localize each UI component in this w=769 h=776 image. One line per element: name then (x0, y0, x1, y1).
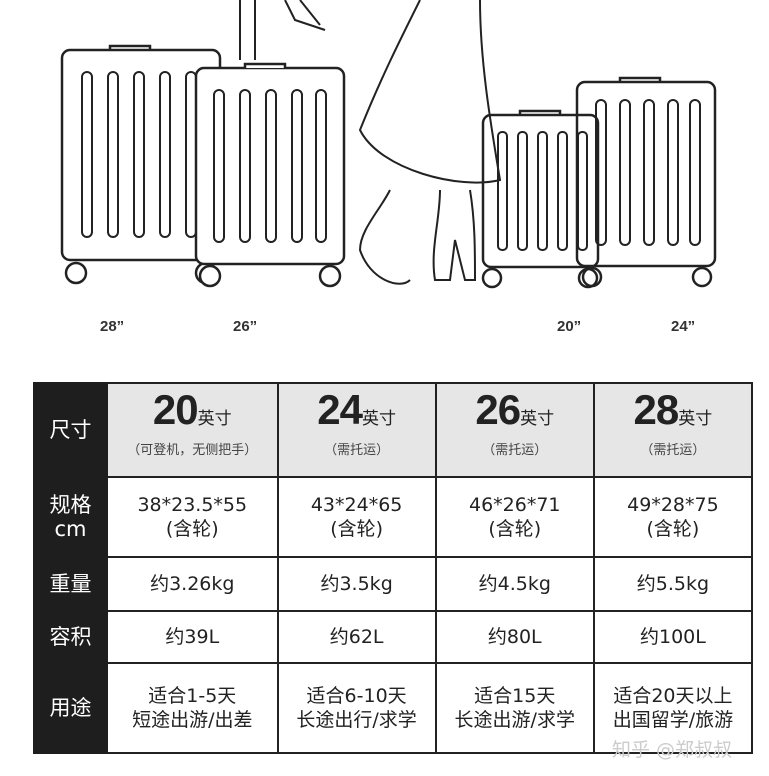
suitcase-20-icon (481, 109, 600, 289)
table-row-size: 尺寸 20英寸（可登机，无侧把手） 24英寸（需托运） 26英寸（需托运） 28… (33, 382, 754, 478)
weight-cell: 约4.5kg (434, 556, 595, 612)
size-cell-24: 24英寸（需托运） (276, 382, 437, 478)
suitcase-24-icon (575, 76, 717, 288)
spec-cell: 38*23.5*55(含轮) (106, 476, 279, 558)
size-label-26: 26” (233, 318, 258, 335)
size-label-24: 24” (671, 318, 696, 335)
usage-cell: 适合6-10天长途出行/求学 (276, 662, 437, 754)
row-header-weight: 重量 (33, 556, 108, 612)
luggage-illustration (60, 0, 717, 289)
capacity-cell: 约80L (434, 610, 595, 664)
usage-cell: 适合20天以上出国留学/旅游 (592, 662, 754, 754)
row-header-usage: 用途 (33, 662, 108, 754)
spec-cell: 49*28*75(含轮) (592, 476, 754, 558)
size-comparison-table: 尺寸 20英寸（可登机，无侧把手） 24英寸（需托运） 26英寸（需托运） 28… (33, 382, 754, 754)
weight-cell: 约3.5kg (276, 556, 437, 612)
table-row-usage: 用途 适合1-5天短途出游/出差 适合6-10天长途出行/求学 适合15天长途出… (33, 662, 754, 754)
size-cell-26: 26英寸（需托运） (434, 382, 595, 478)
usage-cell: 适合1-5天短途出游/出差 (106, 662, 279, 754)
capacity-cell: 约39L (106, 610, 279, 664)
watermark: 知乎 @郑叔叔 (612, 739, 733, 761)
row-header-capacity: 容积 (33, 610, 108, 664)
person-legs-icon (239, 0, 502, 285)
suitcase-26-icon (194, 62, 346, 288)
table-row-weight: 重量 约3.26kg 约3.5kg 约4.5kg 约5.5kg (33, 556, 754, 612)
spec-cell: 46*26*71(含轮) (434, 476, 595, 558)
capacity-cell: 约100L (592, 610, 754, 664)
weight-cell: 约3.26kg (106, 556, 279, 612)
weight-cell: 约5.5kg (592, 556, 754, 612)
table-row-capacity: 容积 约39L 约62L 约80L 约100L (33, 610, 754, 664)
size-label-20: 20” (557, 318, 582, 335)
size-label-28: 28” (100, 318, 125, 335)
size-cell-28: 28英寸（需托运） (592, 382, 754, 478)
row-header-size: 尺寸 (33, 382, 108, 478)
spec-cell: 43*24*65(含轮) (276, 476, 437, 558)
capacity-cell: 约62L (276, 610, 437, 664)
usage-cell: 适合15天长途出游/求学 (434, 662, 595, 754)
size-cell-20: 20英寸（可登机，无侧把手） (106, 382, 279, 478)
